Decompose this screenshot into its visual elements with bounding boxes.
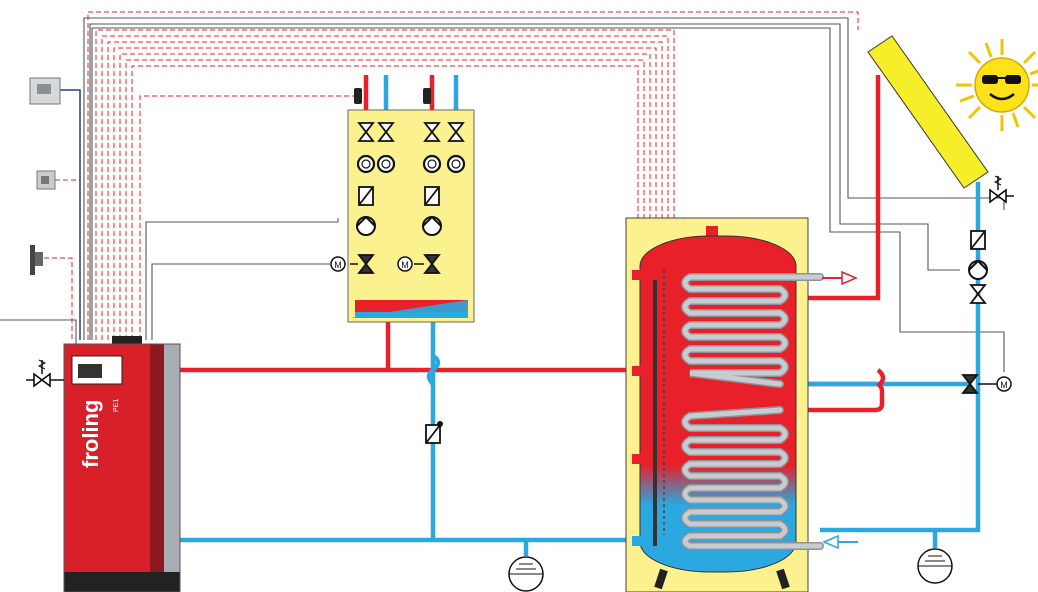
thermometer-icon [354, 88, 362, 104]
check-valve-icon [424, 186, 440, 206]
check-valve-icon [970, 230, 986, 250]
thermometer-icon [422, 154, 442, 174]
motor-icon: M [330, 256, 346, 272]
pipe-crossover [876, 368, 886, 388]
pump-icon [356, 216, 376, 236]
flow-arrow-icon [822, 534, 858, 550]
solar-collector [867, 35, 989, 189]
remote-sensor-icon [36, 170, 56, 190]
check-valve-icon [358, 186, 374, 206]
heat-exchanger-coils [681, 273, 824, 550]
hydraulic-module [347, 109, 475, 323]
outdoor-sensor-icon [30, 245, 43, 275]
thermometer-icon [376, 154, 396, 174]
sensor-wiring [36, 11, 859, 340]
flow-arrow-icon [822, 270, 858, 286]
motor-icon: M [996, 376, 1012, 392]
motor-icon: M [397, 256, 413, 272]
room-thermostat-icon [29, 77, 61, 105]
svg-text:M: M [1000, 380, 1008, 390]
pump-icon [968, 260, 988, 280]
pump-icon [422, 216, 442, 236]
pellet-boiler [63, 336, 181, 592]
expansion-vessel-icon [508, 556, 544, 592]
thermometer-icon [356, 154, 376, 174]
svg-text:M: M [334, 260, 342, 270]
brand-logo: froling [78, 400, 103, 468]
boiler-model-label: PE1 [113, 399, 120, 412]
cold-pipes [178, 75, 981, 556]
check-valve-icon [425, 424, 441, 444]
thermometer-icon [423, 88, 431, 104]
room-thermostat-cable [60, 89, 81, 340]
thermometer-icon [446, 154, 466, 174]
shutoff-valve-icon [970, 284, 986, 304]
svg-text:M: M [401, 260, 409, 270]
safety-valve-icon [26, 359, 64, 388]
expansion-vessel-icon [917, 548, 953, 584]
safety-valve-icon [989, 175, 1014, 204]
pipe-crossover [426, 354, 441, 386]
control-cables [0, 17, 1005, 372]
sun-icon [956, 39, 1038, 131]
